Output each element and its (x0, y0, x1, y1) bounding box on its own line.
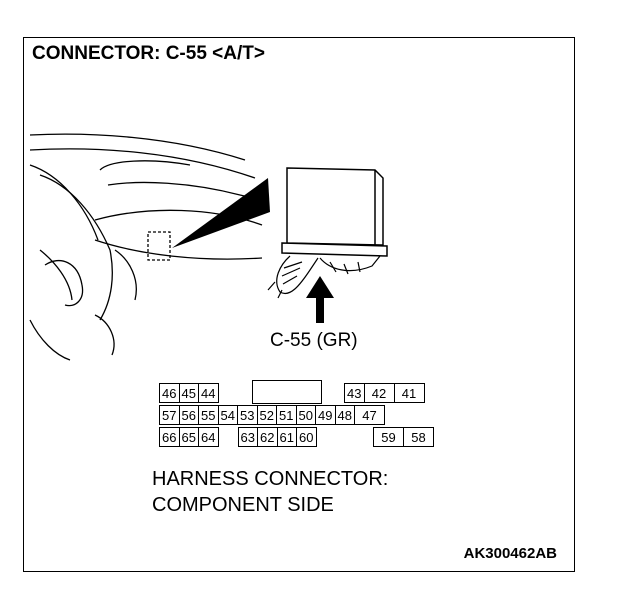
pin-54: 54 (217, 405, 238, 425)
pin-63: 63 (237, 427, 258, 447)
pin-50: 50 (295, 405, 316, 425)
pin-48: 48 (334, 405, 355, 425)
connector-note: HARNESS CONNECTOR: COMPONENT SIDE (152, 466, 388, 518)
pin-59: 59 (373, 427, 404, 447)
pin-61: 61 (276, 427, 297, 447)
ecu-location-marker (147, 231, 171, 261)
pin-45: 45 (178, 383, 199, 403)
pin-44: 44 (198, 383, 219, 403)
location-pointer (172, 178, 270, 248)
pin-43: 43 (344, 383, 365, 403)
diagram-frame (23, 37, 575, 572)
diagram-title: CONNECTOR: C-55 <A/T> (32, 43, 265, 64)
note-line-2: COMPONENT SIDE (152, 494, 334, 516)
pin-53: 53 (237, 405, 258, 425)
connector-arrow (306, 276, 334, 323)
pin-58: 58 (403, 427, 434, 447)
pin-57: 57 (159, 405, 180, 425)
pin-64: 64 (198, 427, 219, 447)
connector-keyway (252, 380, 322, 404)
pin-46: 46 (159, 383, 180, 403)
pin-41: 41 (393, 383, 425, 403)
dashboard-outline (29, 133, 263, 361)
pin-65: 65 (178, 427, 199, 447)
pin-47: 47 (354, 405, 385, 425)
pin-52: 52 (256, 405, 277, 425)
pin-56: 56 (178, 405, 199, 425)
figure-code: AK300462AB (463, 545, 557, 562)
connector-label: C-55 (GR) (270, 330, 358, 351)
pin-42: 42 (363, 383, 395, 403)
pin-66: 66 (159, 427, 180, 447)
wire-harness (267, 255, 381, 299)
pin-49: 49 (315, 405, 336, 425)
pin-60: 60 (296, 427, 317, 447)
note-line-1: HARNESS CONNECTOR: (152, 468, 389, 490)
pin-62: 62 (257, 427, 278, 447)
control-unit (281, 167, 388, 257)
pin-51: 51 (276, 405, 297, 425)
pin-55: 55 (198, 405, 219, 425)
